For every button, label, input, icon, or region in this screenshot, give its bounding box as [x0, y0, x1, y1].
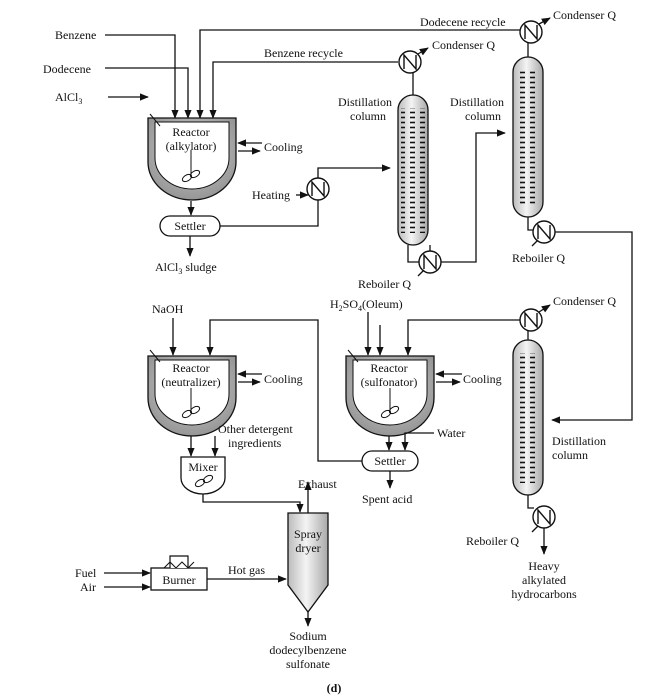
dodecene-recycle-label: Dodecene recycle — [420, 15, 506, 29]
heavy-label: Heavy — [528, 559, 559, 573]
column-1-to-column-2-line — [441, 129, 506, 263]
condenser-1-q-arrow — [417, 47, 429, 56]
settler-top-label: Settler — [174, 219, 205, 233]
reactor-neutralizer — [147, 349, 237, 437]
heating-label: Heating — [252, 188, 290, 202]
naoh-label: NaOH — [152, 302, 184, 316]
distillation-column-1-subtitle: column — [350, 109, 386, 123]
dodecylbenzene-label: dodecylbenzene — [269, 643, 346, 657]
dryer-label: dryer — [295, 541, 320, 555]
hydrocarbons-label: hydrocarbons — [511, 587, 577, 601]
condenser-1-label: Condenser Q — [432, 38, 495, 52]
distillation-column-2 — [512, 56, 544, 218]
settler-bottom-label: Settler — [374, 454, 405, 468]
column-1-bottom-line — [407, 245, 420, 263]
fuel-label: Fuel — [75, 566, 97, 580]
alkylated-label: alkylated — [522, 573, 566, 587]
dodecene-recycle-line — [196, 29, 520, 119]
sulfonate-label: sulfonate — [286, 657, 330, 671]
reboiler-3-label: Reboiler Q — [466, 534, 519, 548]
burner-label: Burner — [162, 573, 195, 587]
distillation-column-1-title: Distillation — [338, 95, 392, 109]
air-label: Air — [80, 580, 96, 594]
condenser-3-label: Condenser Q — [553, 294, 616, 308]
exhaust-label: Exhaust — [298, 477, 337, 491]
condenser-3-q-arrow — [538, 304, 551, 313]
condenser-2-q-arrow — [538, 17, 551, 26]
reactor-neutralizer-subtitle: (neutralizer) — [161, 375, 220, 389]
heater-exchanger — [306, 177, 330, 201]
heater-to-column-1-line — [317, 164, 391, 178]
reactor-sulfonator — [345, 349, 435, 437]
condenser-2-label: Condenser Q — [553, 8, 616, 22]
ingredients-label: ingredients — [228, 436, 282, 450]
reboiler-2 — [532, 220, 556, 244]
other-detergent-label: Other detergent — [218, 422, 293, 436]
reactor-alkylator — [147, 113, 237, 201]
h2so4-label: H2SO4(Oleum) — [330, 297, 403, 313]
distillation-column-1 — [397, 94, 429, 246]
settler-to-neutralizer-line — [206, 319, 362, 462]
mixer-to-dryer-line — [202, 494, 304, 513]
distillation-column-3-subtitle: column — [552, 448, 588, 462]
benzene-recycle-line — [209, 61, 398, 119]
water-feed-line — [401, 432, 434, 451]
reactor-alkylator-title: Reactor — [172, 125, 209, 139]
distillation-column-3-title: Distillation — [552, 434, 606, 448]
dodecene-label: Dodecene — [43, 62, 91, 76]
alcl3-label: AlCl3 — [55, 90, 82, 106]
reboiler-3 — [532, 505, 556, 529]
reactor-sulfonator-title: Reactor — [370, 361, 407, 375]
distillation-column-2-title: Distillation — [450, 95, 504, 109]
cooling-label-1: Cooling — [264, 140, 303, 154]
reactor-sulfonator-subtitle: (sulfonator) — [361, 375, 418, 389]
column-3-bottom-line — [527, 495, 534, 509]
reactor-neutralizer-title: Reactor — [172, 361, 209, 375]
spray-label: Spray — [294, 527, 322, 541]
column-2-bottom-line — [527, 217, 534, 231]
reboiler-1-q-arrow — [417, 269, 425, 277]
sodium-label: Sodium — [289, 629, 327, 643]
condenser-1 — [398, 50, 422, 74]
reboiler-2-q-arrow — [531, 239, 539, 247]
distillation-column-2-subtitle: column — [465, 109, 501, 123]
hot-gas-label: Hot gas — [228, 563, 265, 577]
water-label: Water — [437, 426, 465, 440]
column-2-to-column-3-line — [551, 231, 633, 424]
dodecene-feed-line — [105, 67, 192, 119]
figure-label: (d) — [327, 681, 342, 695]
benzene-label: Benzene — [55, 28, 96, 42]
benzene-feed-line — [105, 34, 179, 119]
reboiler-1-label: Reboiler Q — [358, 277, 411, 291]
benzene-recycle-label: Benzene recycle — [264, 46, 343, 60]
burner — [150, 555, 208, 591]
reboiler-3-q-arrow — [531, 525, 539, 533]
reactor-alkylator-subtitle: (alkylator) — [166, 139, 217, 153]
condenser-3 — [519, 308, 543, 332]
mixer — [180, 456, 226, 495]
reboiler-1 — [418, 250, 442, 274]
spent-acid-label: Spent acid — [362, 492, 412, 506]
spray-dryer — [287, 512, 329, 614]
reboiler-2-label: Reboiler Q — [512, 251, 565, 265]
mixer-label: Mixer — [188, 460, 217, 474]
alkylate-to-sulfonator-line — [404, 319, 520, 356]
distillation-column-3 — [512, 339, 544, 496]
sludge-label: AlCl3 sludge — [155, 260, 217, 276]
cooling-label-2: Cooling — [264, 372, 303, 386]
cooling-label-3: Cooling — [463, 372, 502, 386]
settler-to-heater-line — [220, 200, 319, 227]
condenser-2 — [519, 20, 543, 44]
